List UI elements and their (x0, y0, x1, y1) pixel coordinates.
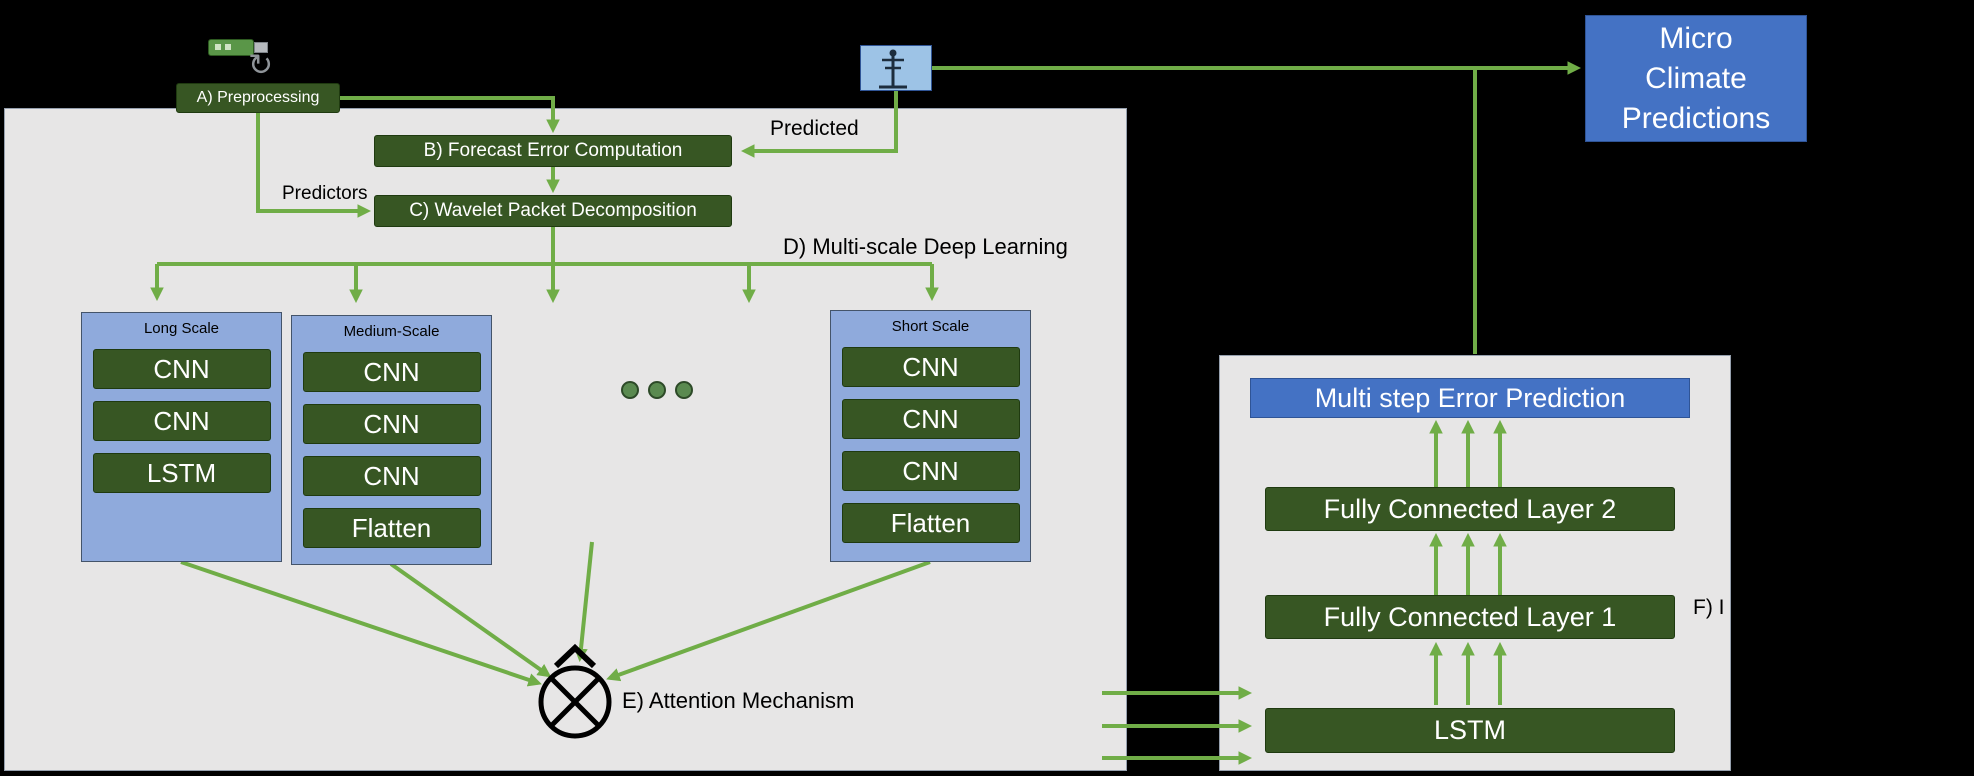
usb-body (208, 39, 254, 56)
error-prediction-panel (1219, 355, 1731, 771)
micro-climate-node: Micro Climate Predictions (1585, 15, 1807, 142)
layer-cnn: CNN (841, 399, 1020, 439)
wavelet-node: C) Wavelet Packet Decomposition (374, 195, 732, 227)
long-scale-box: Long Scale CNN CNN LSTM (81, 312, 282, 562)
layer-flatten: Flatten (841, 503, 1020, 543)
micro-climate-line: Predictions (1621, 101, 1771, 135)
usb-led (225, 44, 231, 50)
layer-cnn: CNN (302, 456, 481, 496)
micro-climate-line: Micro (1659, 21, 1733, 55)
lstm-node: LSTM (1265, 708, 1675, 753)
scale-title: Long Scale (143, 320, 220, 337)
layer-cnn: CNN (841, 451, 1020, 491)
scale-title: Short Scale (891, 318, 970, 335)
layer-lstm: LSTM (92, 453, 271, 493)
weather-station-icon (860, 45, 932, 91)
usb-plug (254, 42, 268, 53)
usb-led (215, 44, 221, 50)
ellipsis-dots (621, 381, 693, 399)
multi-step-error-node: Multi step Error Prediction (1250, 378, 1690, 418)
micro-climate-line: Climate (1645, 61, 1747, 95)
predictors-label: Predictors (282, 183, 368, 204)
medium-scale-box: Medium-Scale CNN CNN CNN Flatten (291, 315, 492, 565)
fully-connected-1-node: Fully Connected Layer 1 (1265, 595, 1675, 639)
layer-cnn: CNN (841, 347, 1020, 387)
layer-flatten: Flatten (302, 508, 481, 548)
layer-cnn: CNN (302, 404, 481, 444)
preprocessing-node: A) Preprocessing (176, 83, 340, 113)
forecast-error-node: B) Forecast Error Computation (374, 135, 732, 167)
section-d-label: D) Multi-scale Deep Learning (783, 234, 1068, 259)
layer-cnn: CNN (92, 401, 271, 441)
section-e-label: E) Attention Mechanism (622, 688, 855, 713)
layer-cnn: CNN (92, 349, 271, 389)
usb-drive-icon (208, 34, 272, 62)
fully-connected-2-node: Fully Connected Layer 2 (1265, 487, 1675, 531)
predicted-label: Predicted (770, 117, 859, 140)
short-scale-box: Short Scale CNN CNN CNN Flatten (830, 310, 1031, 562)
attention-operator-icon (538, 643, 612, 739)
refresh-icon: ↻ (248, 48, 274, 83)
scale-title: Medium-Scale (343, 323, 440, 340)
section-f-label: F) I (1693, 596, 1725, 619)
layer-cnn: CNN (302, 352, 481, 392)
